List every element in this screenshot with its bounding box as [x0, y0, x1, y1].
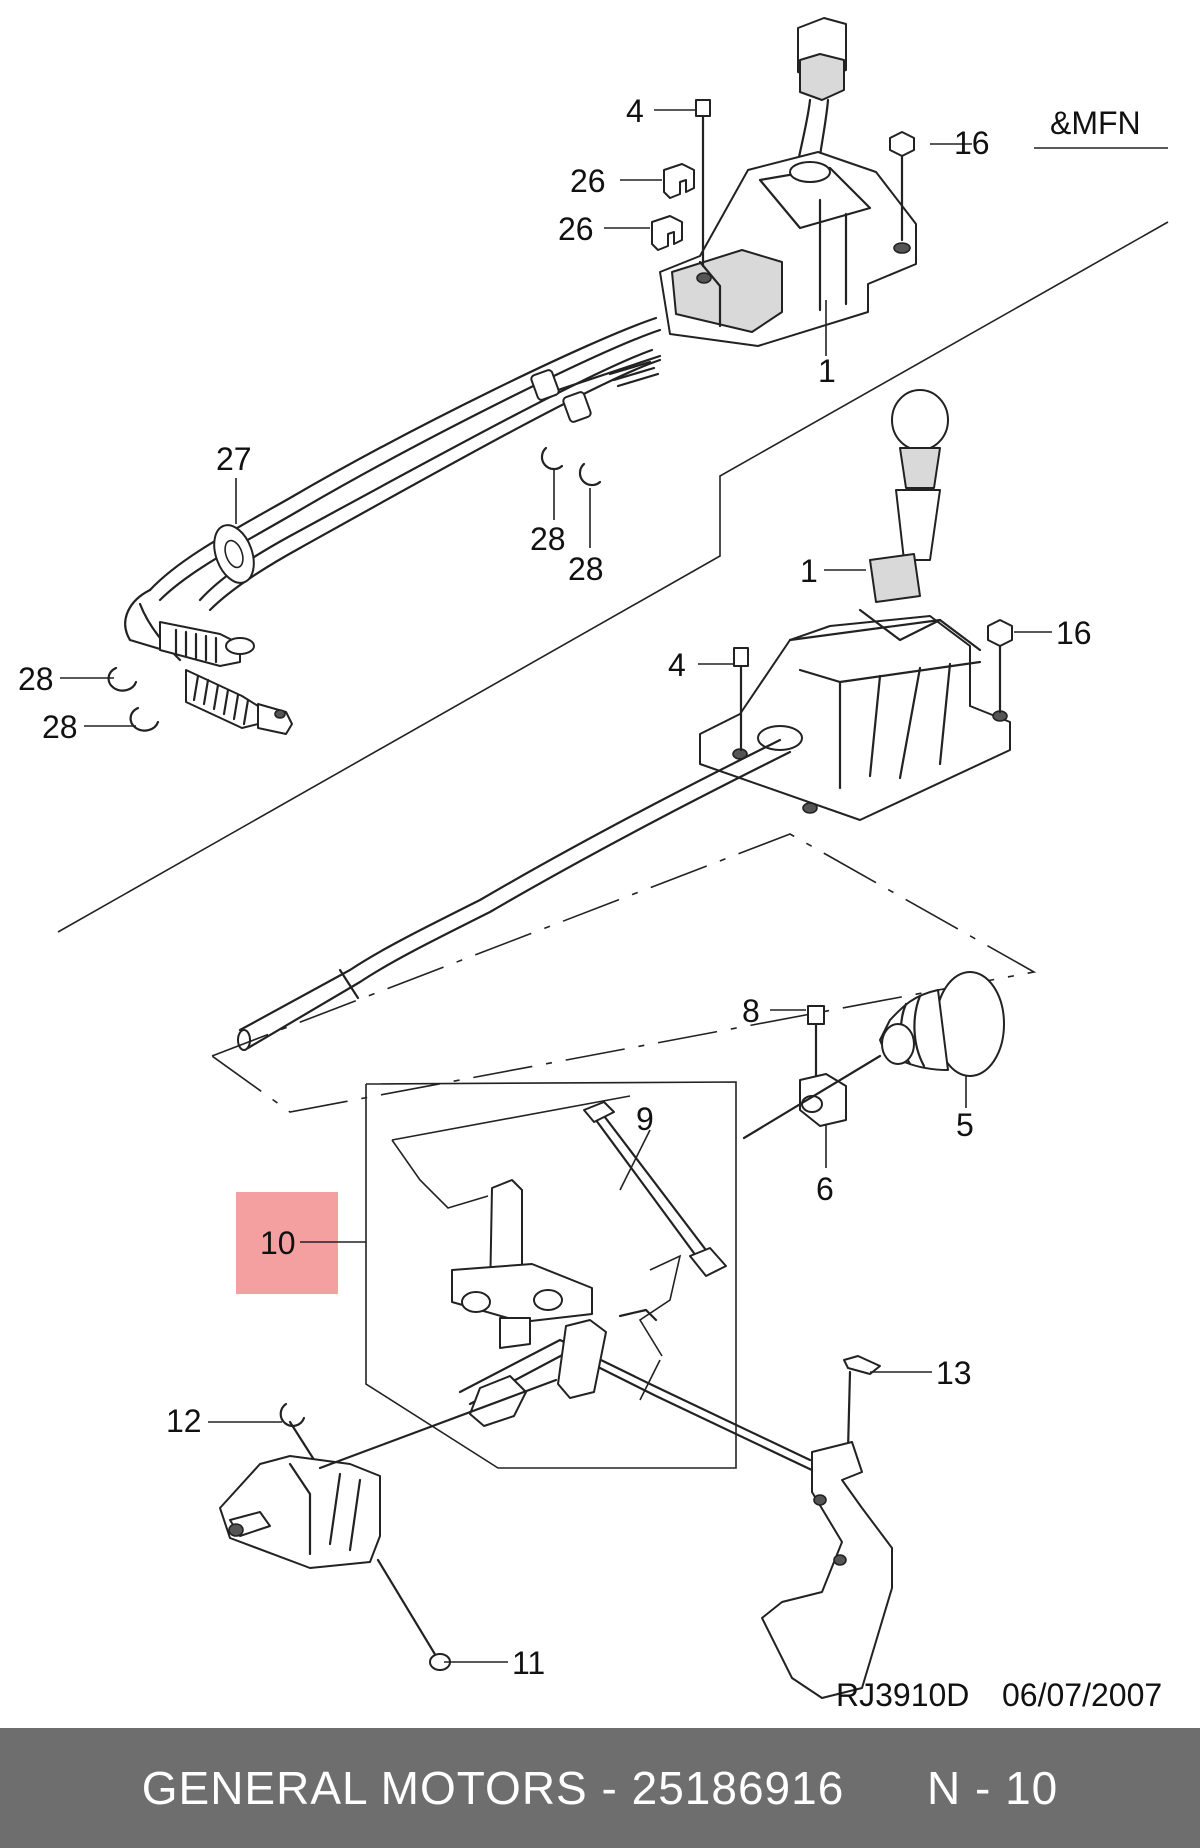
callout-16-middle: 16	[1056, 615, 1092, 651]
callout-6: 6	[816, 1171, 834, 1207]
callout-9: 9	[636, 1101, 654, 1137]
section-code: N - 10	[926, 1762, 1059, 1814]
callout-5: 5	[956, 1107, 974, 1143]
callout-26-b: 26	[558, 211, 594, 247]
lower-linkage-assembly	[219, 971, 1005, 1699]
part-number: 25186916	[631, 1762, 845, 1814]
linkage-outline	[210, 833, 1037, 1113]
footer-bar: GENERAL MOTORS - 25186916 N - 10	[0, 1728, 1200, 1848]
footer-gap	[844, 1761, 927, 1815]
section-divider-line	[57, 221, 1169, 933]
drawing-reference: RJ3910D	[836, 1677, 969, 1713]
callout-4-middle: 4	[668, 647, 686, 683]
callout-4-top: 4	[626, 93, 644, 129]
footer-separator: -	[587, 1762, 632, 1814]
callout-11: 11	[512, 1645, 545, 1681]
callout-leaders	[60, 109, 1052, 1663]
callout-28-a: 28	[530, 521, 566, 557]
cable-shifter-assembly	[651, 17, 917, 347]
callout-12: 12	[166, 1403, 202, 1439]
manufacturer-name: GENERAL MOTORS	[141, 1762, 588, 1814]
callout-28-b: 28	[568, 551, 604, 587]
callout-10: 10	[260, 1225, 296, 1261]
callout-1-middle: 1	[800, 553, 818, 589]
drawing-date: 06/07/2007	[1002, 1677, 1162, 1713]
callout-28-d: 28	[42, 709, 78, 745]
callout-8: 8	[742, 993, 760, 1029]
callout-1-top: 1	[818, 353, 836, 389]
callout-27: 27	[216, 441, 252, 477]
highlight-box	[236, 1192, 338, 1294]
callout-28-c: 28	[18, 661, 54, 697]
shift-cables	[107, 316, 662, 735]
callout-26-a: 26	[570, 163, 606, 199]
rod-shifter-assembly	[237, 389, 1013, 1051]
corner-code: &MFN	[1050, 105, 1141, 141]
parts-diagram: &MFN	[18, 17, 1169, 1713]
callout-16-top: 16	[954, 125, 990, 161]
callout-13: 13	[936, 1355, 972, 1391]
